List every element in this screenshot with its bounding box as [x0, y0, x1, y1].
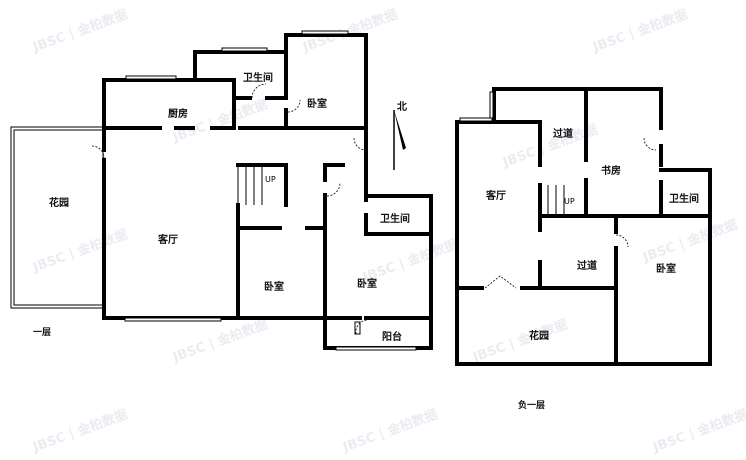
floor-plan-basement: [455, 87, 712, 366]
room-label-living: 客厅: [486, 191, 506, 202]
room-label-garden: 花园: [49, 198, 69, 209]
room-label-bathroom: 卫生间: [380, 214, 410, 225]
room-label-bathroom: 卫生间: [669, 194, 699, 205]
room-label-living: 客厅: [158, 235, 178, 246]
floor-label-ground: 一层: [33, 328, 52, 338]
room-label-bedroom: 卧室: [307, 99, 327, 110]
room-label-bedroom: 卧室: [264, 282, 284, 293]
north-label: 北: [397, 102, 407, 113]
floor-plan-ground: [10, 30, 433, 351]
room-label-study: 书房: [601, 166, 621, 177]
stair-up-label: UP: [564, 197, 575, 206]
room-label-garden: 花园: [529, 331, 549, 342]
room-label-bedroom: 卧室: [357, 279, 377, 290]
floor-label-basement: 负一层: [518, 401, 546, 411]
room-label-kitchen: 厨房: [168, 109, 188, 120]
room-label-bathroom: 卫生间: [243, 73, 273, 84]
room-label-corridor: 过道: [553, 129, 573, 140]
room-label-bedroom: 卧室: [656, 264, 676, 275]
room-label-corridor: 过道: [577, 261, 597, 272]
stair-up-label: UP: [265, 175, 276, 184]
room-label-balcony: 阳台: [382, 332, 402, 343]
